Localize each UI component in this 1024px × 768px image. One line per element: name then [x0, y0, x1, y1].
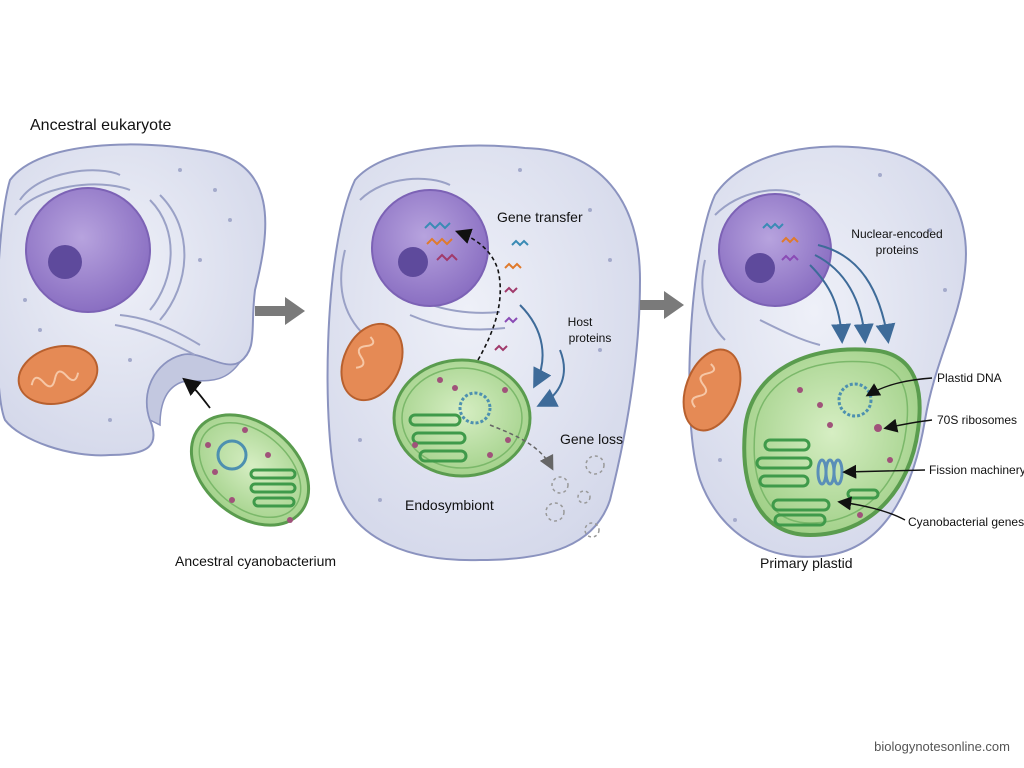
label-endosymbiont: Endosymbiont — [405, 497, 494, 513]
label-cyanobacterial-genes: Cyanobacterial genes — [908, 515, 1024, 529]
gene-loss-vesicles — [545, 455, 605, 538]
gene-transfer-arrow — [454, 228, 502, 361]
ancestral-cyanobacterium — [189, 413, 311, 527]
label-host-proteins-line1: Host — [568, 315, 593, 329]
label-ancestral-cyanobacterium: Ancestral cyanobacterium — [175, 553, 336, 569]
label-70s-ribosomes: 70S ribosomes — [937, 413, 1017, 427]
nucleolus — [48, 245, 82, 279]
host-protein-arrow-1 — [519, 304, 552, 389]
mitochondrion — [17, 345, 99, 405]
label-host-proteins-line2: proteins — [569, 331, 612, 345]
host-protein-arrow-2 — [536, 349, 565, 407]
callout-lines — [837, 377, 933, 521]
plastid-host-nucleolus — [745, 253, 775, 283]
nucleus — [25, 187, 151, 313]
plastid-host-mitochondrion — [682, 348, 742, 432]
plastid-dna-ring — [837, 382, 873, 418]
plastid-host-nucleus — [718, 193, 832, 307]
label-nuclear-encoded-line2: proteins — [876, 243, 919, 257]
engulf-arrow — [182, 377, 211, 409]
cyano-thylakoids — [249, 468, 297, 508]
stage-arrow-1 — [255, 297, 305, 325]
label-gene-transfer: Gene transfer — [497, 209, 583, 225]
eukaryote-cell-membrane — [0, 143, 267, 457]
nuclear-encoded-arrows — [809, 244, 896, 344]
host-nucleus — [371, 189, 489, 307]
label-primary-plastid: Primary plastid — [760, 555, 853, 571]
gene-loss-arrow — [489, 424, 554, 471]
title-ancestral-eukaryote: Ancestral eukaryote — [30, 117, 172, 134]
plastid-thylakoids — [755, 438, 880, 527]
stage-arrow-2 — [640, 291, 684, 319]
label-fission-machinery: Fission machinery — [929, 463, 1024, 477]
endosymbiont-dna — [458, 391, 492, 425]
panel-ancestral-eukaryote — [0, 143, 267, 457]
nuclear-dna-fragments — [424, 221, 458, 262]
cyano-dna-ring — [216, 439, 248, 471]
label-nuclear-encoded-line1: Nuclear-encoded — [851, 227, 942, 241]
host-nucleolus — [398, 247, 428, 277]
label-gene-loss: Gene loss — [560, 431, 623, 447]
host-mitochondrion — [340, 322, 404, 402]
panel-endosymbiont-cell — [326, 144, 642, 562]
watermark-text: biologynotesonline.com — [874, 739, 1010, 754]
er-membranes — [14, 169, 201, 356]
label-plastid-dna: Plastid DNA — [937, 371, 1002, 385]
phagocytic-pocket — [146, 353, 241, 427]
panel-primary-plastid-cell — [682, 145, 967, 558]
transferred-dna-fragments — [494, 239, 529, 352]
fission-ring — [816, 458, 844, 486]
